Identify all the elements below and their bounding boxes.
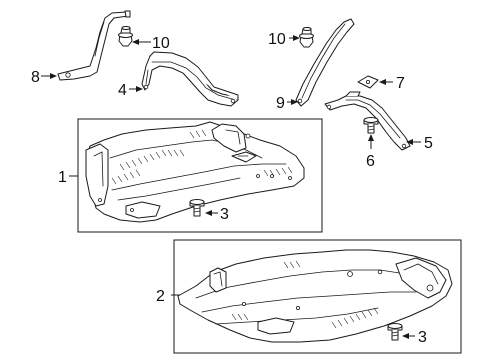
flange-bolt-10-left xyxy=(118,26,133,47)
strap-bracket-8 xyxy=(57,10,131,81)
leader-lines xyxy=(41,35,421,339)
clip-7 xyxy=(357,75,379,89)
bolt-3-lower xyxy=(387,323,403,341)
strap-9 xyxy=(295,18,355,107)
bolt-6 xyxy=(363,117,379,134)
callout-3-upper: 3 xyxy=(220,206,229,223)
callout-7: 7 xyxy=(396,75,405,92)
part-2-frame xyxy=(173,239,462,354)
bracket-4 xyxy=(141,51,239,107)
callout-1: 1 xyxy=(58,169,67,186)
bolt-3-upper xyxy=(189,199,205,217)
bracket-5 xyxy=(324,91,411,151)
callout-4: 4 xyxy=(118,82,127,99)
callout-10-left: 10 xyxy=(152,35,170,52)
flange-bolt-10-right xyxy=(299,27,314,48)
callout-5: 5 xyxy=(424,135,433,152)
callout-9: 9 xyxy=(276,95,285,112)
rear-skid-shield-2 xyxy=(177,249,453,343)
callout-8: 8 xyxy=(31,69,40,86)
front-skid-shield-1 xyxy=(85,121,305,223)
callout-3-lower: 3 xyxy=(418,329,427,346)
callout-2: 2 xyxy=(156,288,165,305)
callout-10-right: 10 xyxy=(268,31,286,48)
callout-6: 6 xyxy=(366,153,375,170)
